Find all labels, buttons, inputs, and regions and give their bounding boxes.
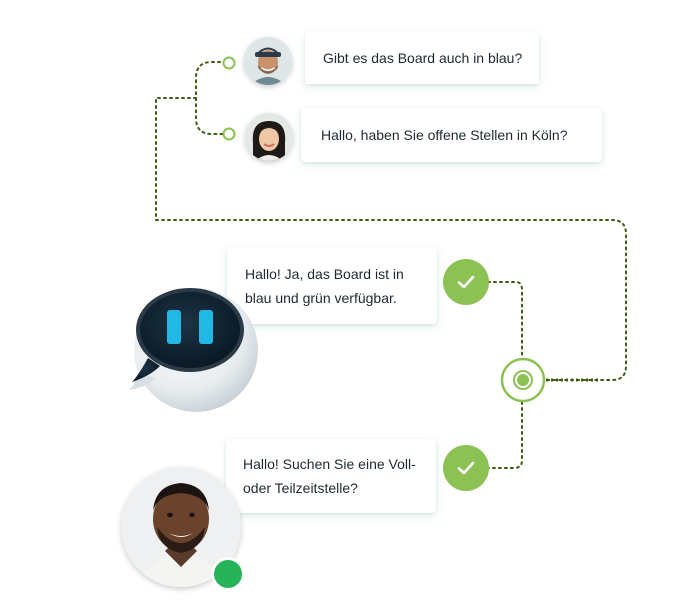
check-badge (443, 259, 489, 305)
agent-reply-bubble: Hallo! Suchen Sie eine Voll- oder Teilze… (226, 439, 436, 513)
check-icon (457, 461, 475, 475)
chatbot-icon (128, 288, 258, 412)
bot-reply-bubble: Hallo! Ja, das Board ist in blau und grü… (227, 248, 437, 324)
connector-node (222, 56, 236, 70)
avatar-man-cap (244, 37, 292, 85)
check-icon (457, 275, 475, 289)
online-status-icon (211, 557, 245, 591)
hub-node-icon (500, 357, 546, 403)
message-text: Hallo, haben Sie offene Stellen in Köln? (321, 127, 568, 143)
connector-node (222, 127, 236, 141)
message-text: Hallo! Suchen Sie eine Voll- oder Teilze… (243, 456, 416, 496)
avatar-woman (245, 113, 293, 161)
incoming-message-bubble: Hallo, haben Sie offene Stellen in Köln? (301, 108, 602, 162)
check-badge (443, 445, 489, 491)
message-text: Hallo! Ja, das Board ist in blau und grü… (245, 266, 404, 306)
message-text: Gibt es das Board auch in blau? (323, 50, 523, 66)
incoming-message-bubble: Gibt es das Board auch in blau? (305, 32, 539, 84)
